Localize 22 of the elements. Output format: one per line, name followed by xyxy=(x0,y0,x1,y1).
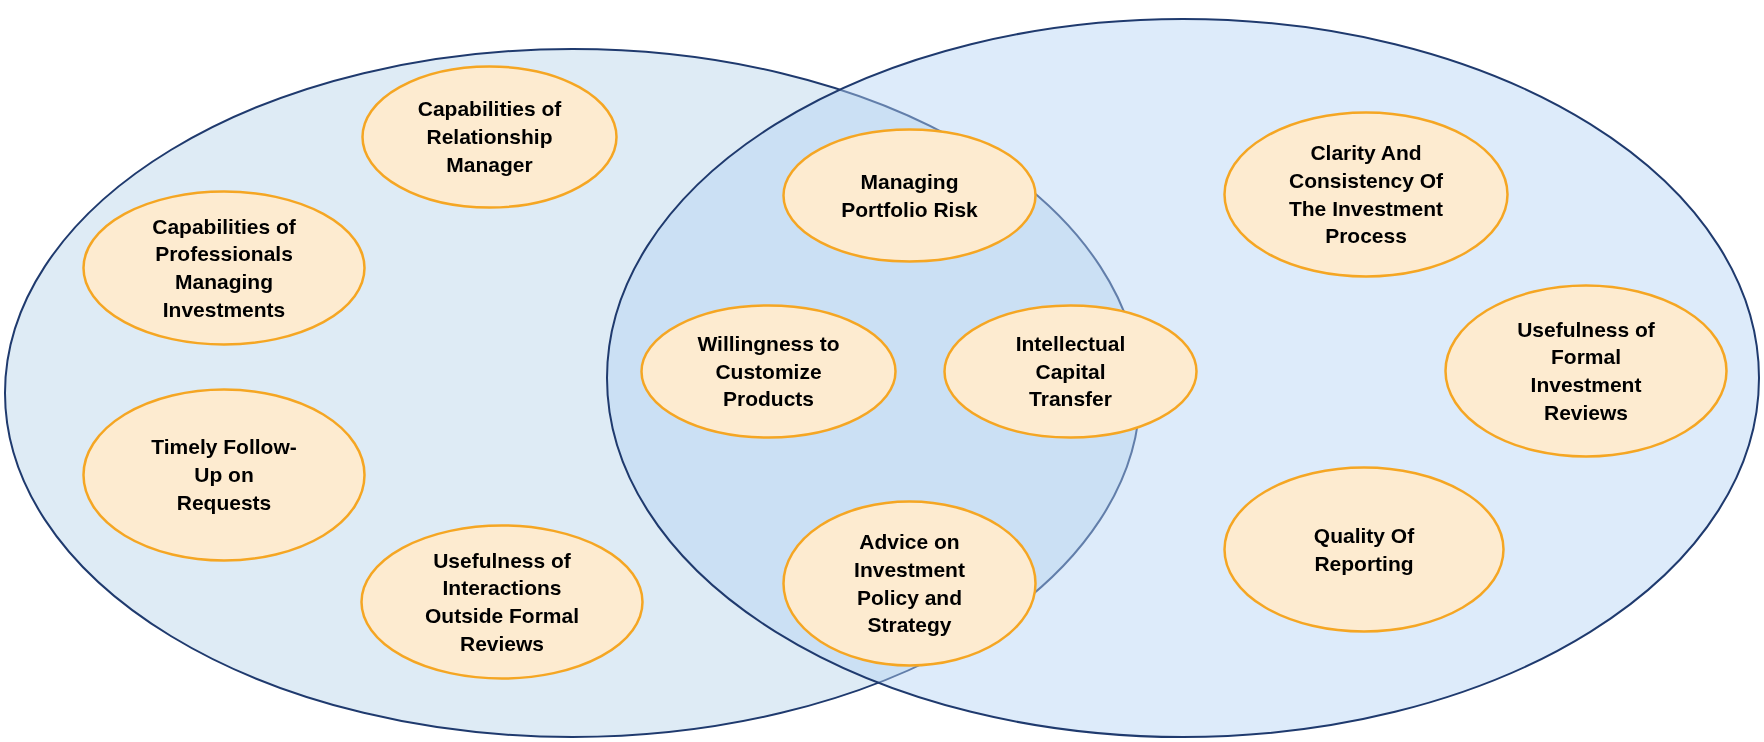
topic-label: Intellectual Capital Transfer xyxy=(1014,330,1127,413)
topic-ellipse xyxy=(942,303,1199,440)
topic-label: Willingness to Customize Products xyxy=(696,330,841,413)
topic-label: Usefulness of Interactions Outside Formal Reviews xyxy=(424,547,580,657)
topic-label: Advice on Investment Policy and Strategy xyxy=(853,529,966,639)
topic-ellipse xyxy=(1222,110,1510,279)
topic-ellipse xyxy=(781,127,1038,264)
topic-ellipse xyxy=(81,387,367,563)
topic-label: Quality Of Reporting xyxy=(1312,522,1416,577)
topic-ellipse xyxy=(359,523,645,681)
topic-label: Timely Follow-Up on Requests xyxy=(150,434,298,516)
topic-label: Clarity And Consistency Of The Investment Process xyxy=(1287,140,1444,250)
topic-label: Capabilities of Relationship Manager xyxy=(416,96,563,178)
topic-ellipse xyxy=(360,64,619,210)
topic-ellipse xyxy=(639,303,898,440)
topic-ellipse xyxy=(1222,465,1506,634)
topic-ellipse xyxy=(781,499,1038,668)
topic-label: Managing Portfolio Risk xyxy=(840,168,979,223)
topic-ellipse xyxy=(1443,283,1729,459)
topic-ellipse xyxy=(81,189,367,347)
topic-label: Capabilities of Professionals Managing Investments xyxy=(151,213,297,323)
topic-label: Usefulness of Formal Investment Reviews xyxy=(1516,316,1656,426)
